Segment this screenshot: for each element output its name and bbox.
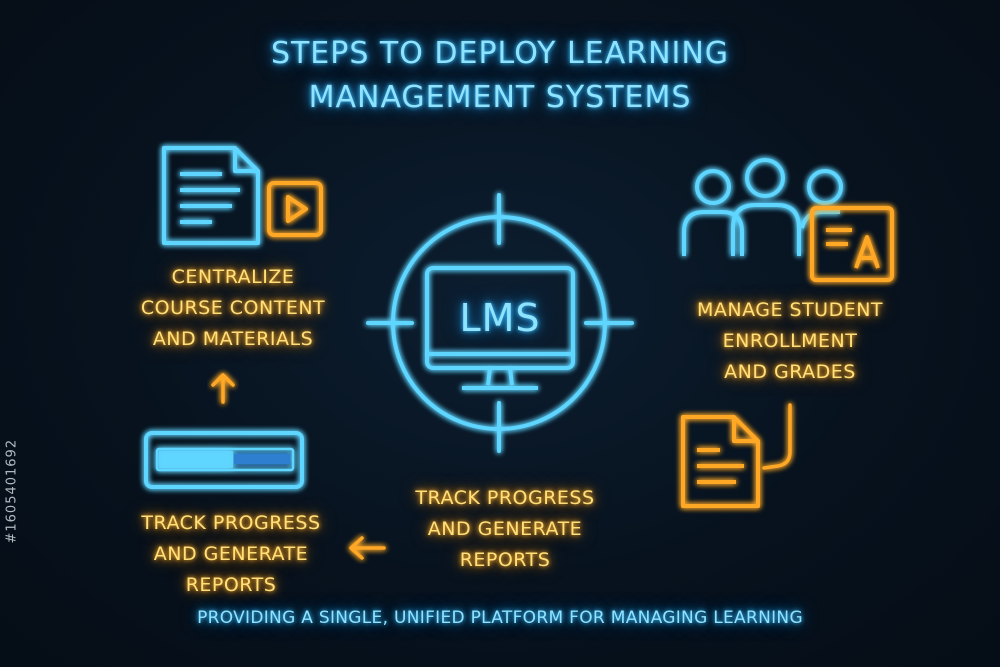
- footer-tagline: PROVIDING A SINGLE, UNIFIED PLATFORM FOR…: [197, 608, 803, 628]
- lms-label: LMS: [459, 296, 541, 340]
- arrow-up-icon: [211, 373, 235, 404]
- step-text-line: REPORTS: [459, 549, 551, 571]
- step-track-progress-center: TRACK PROGRESS AND GENERATE REPORTS: [370, 483, 640, 576]
- step-text-line: MANAGE STUDENT: [696, 299, 884, 321]
- lms-target-icon: [366, 193, 634, 453]
- report-document-icon: [681, 415, 760, 508]
- step-text-line: ENROLLMENT: [722, 330, 858, 352]
- step-text-line: AND GENERATE: [153, 543, 309, 565]
- diagram-title: STEPS TO DEPLOY LEARNING MANAGEMENT SYST…: [0, 32, 1000, 120]
- side-id-text: #1605401692: [4, 438, 20, 544]
- grade-card-icon: [810, 206, 894, 282]
- step-text-line: CENTRALIZE: [171, 266, 295, 288]
- connector-line: [762, 403, 792, 470]
- step-text-line: TRACK PROGRESS: [415, 487, 595, 509]
- step-text-line: TRACK PROGRESS: [141, 512, 321, 534]
- step-text-line: COURSE CONTENT: [140, 297, 326, 319]
- arrow-left-icon: [349, 536, 386, 560]
- step-text-line: AND GENERATE: [427, 518, 583, 540]
- step-text-line: REPORTS: [185, 574, 277, 596]
- video-play-icon: [267, 181, 323, 237]
- step-centralize-content: CENTRALIZE COURSE CONTENT AND MATERIALS: [98, 262, 368, 355]
- document-icon: [162, 146, 260, 245]
- step-text-line: AND MATERIALS: [152, 328, 314, 350]
- step-track-progress-left: TRACK PROGRESS AND GENERATE REPORTS: [96, 508, 366, 601]
- monitor-icon: [425, 266, 575, 390]
- step-text-line: AND GRADES: [724, 361, 856, 383]
- title-line-1: STEPS TO DEPLOY LEARNING: [270, 36, 730, 71]
- progress-bar-icon: [144, 431, 304, 489]
- title-line-2: MANAGEMENT SYSTEMS: [308, 80, 692, 115]
- step-manage-enrollment: MANAGE STUDENT ENROLLMENT AND GRADES: [655, 295, 925, 388]
